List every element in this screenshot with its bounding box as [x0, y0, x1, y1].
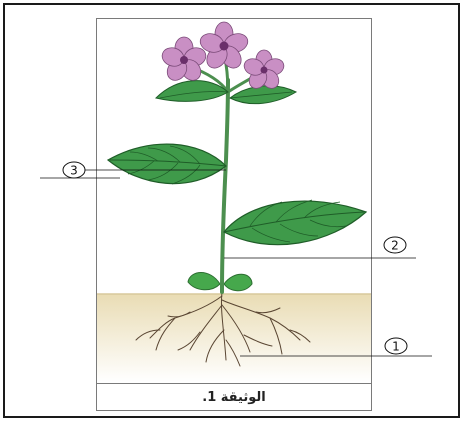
callout-1-label: 1: [392, 340, 400, 354]
main-stem: [222, 80, 228, 292]
callout-2-label: 2: [391, 239, 399, 253]
leaf-large-right: [224, 200, 366, 245]
seed-leaves: [188, 273, 252, 291]
upper-leaf-left: [156, 81, 228, 102]
figure-caption: الوثيقة 1.: [202, 390, 265, 405]
callout-3-label: 3: [70, 164, 78, 178]
leaf-large-left: [108, 144, 226, 184]
flower-center: [198, 22, 250, 72]
caption-box: الوثيقة 1.: [96, 383, 372, 411]
